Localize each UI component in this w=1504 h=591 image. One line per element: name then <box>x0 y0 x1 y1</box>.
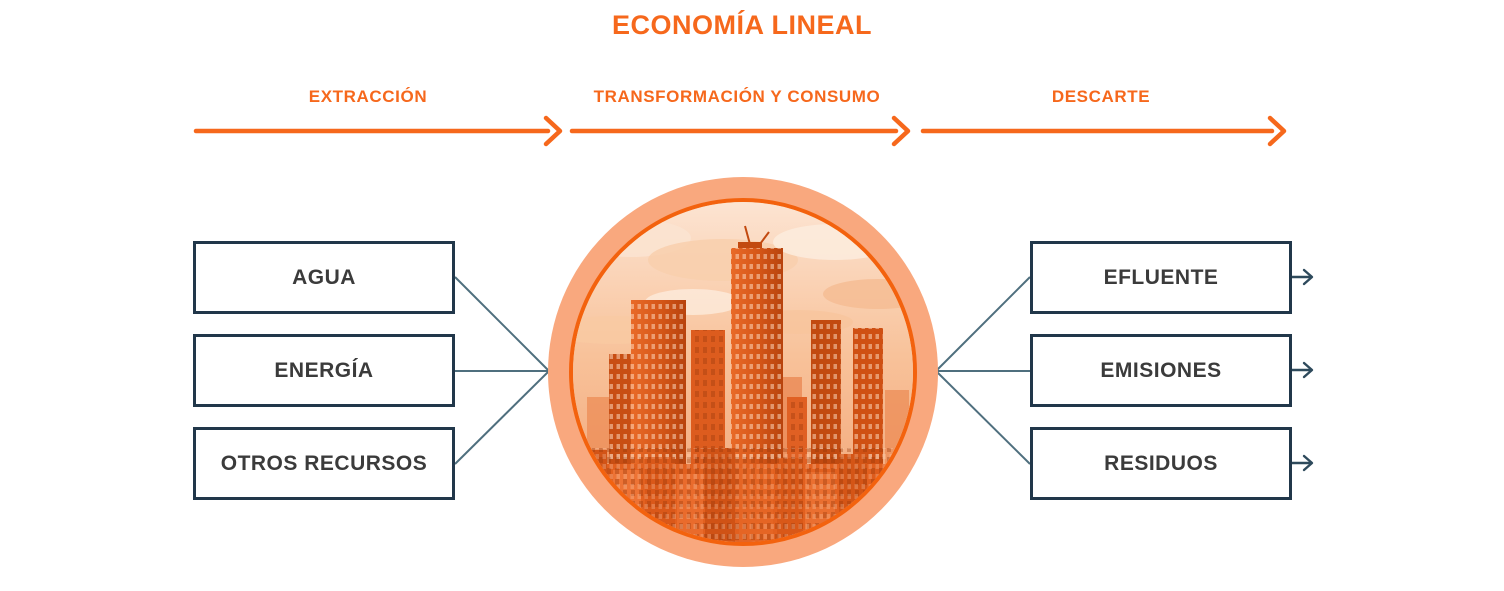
city-skyline-photo <box>573 202 913 542</box>
output-box-residuos: RESIDUOS <box>1030 427 1292 500</box>
output-label-emisiones: EMISIONES <box>1100 358 1222 382</box>
stage-label-descarte: DESCARTE <box>1051 87 1151 106</box>
input-box-otros-recursos: OTROS RECURSOS <box>193 427 455 500</box>
center-circle-ring <box>548 177 938 567</box>
output-box-emisiones: EMISIONES <box>1030 334 1292 407</box>
output-label-residuos: RESIDUOS <box>1104 451 1218 475</box>
output-exit-arrow-icon-efluente <box>1290 268 1314 286</box>
output-label-efluente: EFLUENTE <box>1103 265 1219 289</box>
input-connector-lines <box>454 276 562 465</box>
output-exit-arrow-icon-emisiones <box>1290 361 1314 379</box>
output-box-efluente: EFLUENTE <box>1030 241 1292 314</box>
center-circle-photo-frame <box>569 198 917 546</box>
stage-label-transformacion-y-consumo: TRANSFORMACIÓN Y CONSUMO <box>593 87 881 106</box>
input-label-agua: AGUA <box>292 265 356 289</box>
input-box-agua: AGUA <box>193 241 455 314</box>
stage-arrow-extraccion-icon <box>193 115 563 147</box>
input-label-otros-recursos: OTROS RECURSOS <box>220 451 428 475</box>
output-connector-lines <box>923 276 1031 465</box>
input-box-energia: ENERGÍA <box>193 334 455 407</box>
output-exit-arrow-icon-residuos <box>1290 454 1314 472</box>
city-buildings-low <box>573 448 913 542</box>
page-title: ECONOMÍA LINEAL <box>612 10 872 40</box>
input-label-energia: ENERGÍA <box>274 358 374 382</box>
stage-arrow-descarte-icon <box>920 115 1287 147</box>
stage-arrow-transformacion-icon <box>569 115 911 147</box>
stage-label-extraccion: EXTRACCIÓN <box>308 87 428 106</box>
